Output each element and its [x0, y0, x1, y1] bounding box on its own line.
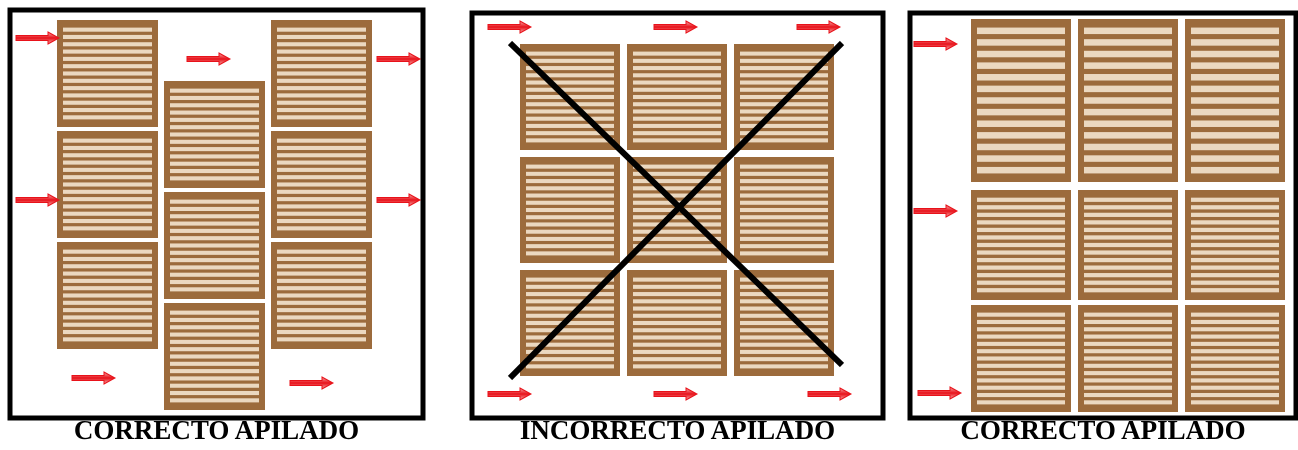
pallet	[271, 242, 372, 349]
panel-correct-staggered	[10, 10, 423, 418]
pallet	[1078, 19, 1178, 182]
pallet	[971, 305, 1071, 412]
caption-panel-2: INCORRECTO APILADO	[472, 412, 883, 448]
pallet	[734, 270, 834, 376]
panel-correct-spaced	[910, 13, 1296, 418]
pallet	[57, 242, 158, 349]
pallet	[1078, 190, 1178, 300]
pallet	[971, 190, 1071, 300]
pallet	[627, 270, 727, 376]
caption-panel-1: CORRECTO APILADO	[10, 412, 423, 448]
pallet	[971, 19, 1071, 182]
pallet	[1185, 190, 1285, 300]
pallet	[1185, 19, 1285, 182]
pallet	[164, 81, 265, 188]
pallet	[520, 157, 620, 263]
pallet	[57, 131, 158, 238]
panel-incorrect-grid	[472, 13, 883, 418]
pallet	[271, 20, 372, 127]
caption-panel-3: CORRECTO APILADO	[910, 412, 1296, 448]
pallet	[271, 131, 372, 238]
pallet	[734, 157, 834, 263]
pallet	[1078, 305, 1178, 412]
pallet-group	[971, 19, 1285, 412]
pallet	[627, 44, 727, 150]
pallet	[57, 20, 158, 127]
pallet	[164, 192, 265, 299]
pallet	[1185, 305, 1285, 412]
pallet	[164, 303, 265, 410]
